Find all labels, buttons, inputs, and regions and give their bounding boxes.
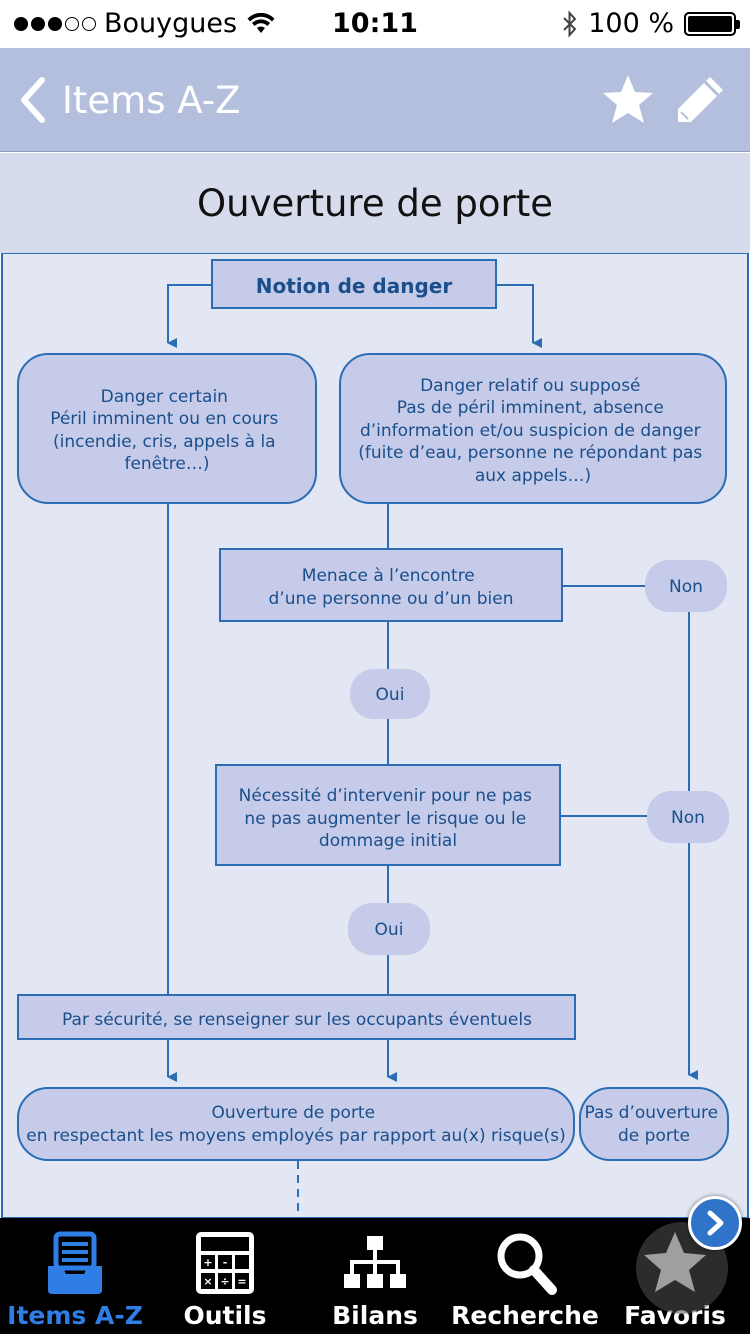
necessite-line-1: Nécessité d’intervenir pour ne pas [239, 786, 532, 806]
svg-text:Nécessité d’intervenir pour ne: Nécessité d’intervenir pour ne pas ne pa… [239, 786, 538, 851]
wifi-icon [247, 12, 275, 33]
nav-actions [600, 72, 728, 128]
svg-text:Danger certain Péril i: Danger certain Péril imminent ou en cour… [50, 387, 284, 474]
ouverture-box: Ouverture de porte en respectant les moy… [17, 1087, 575, 1161]
non-label-1: Non [669, 577, 703, 597]
bluetooth-icon [563, 9, 577, 38]
svg-text:=: = [237, 1275, 246, 1288]
flowchart-container: Notion de danger Danger certain Péril im… [0, 253, 750, 1218]
oui-pill-1: Oui [350, 669, 430, 719]
tab-items-a-z[interactable]: Items A-Z [0, 1218, 150, 1334]
svg-text:Menace à l’encontre d’: Menace à l’encontre d’une personne ou d’… [269, 566, 514, 609]
danger-certain-line-1: Danger certain [101, 387, 228, 407]
necessite-line-2: ne pas augmenter le risque ou le [244, 809, 526, 829]
svg-text:Ouverture de porte en: Ouverture de porte en respectant les moy… [26, 1103, 565, 1146]
battery-icon [684, 11, 740, 36]
menace-line-1: Menace à l’encontre [302, 566, 475, 586]
danger-relatif-line-4: (fuite d’eau, personne ne répondant pas [358, 443, 702, 463]
svg-text:-: - [223, 1256, 228, 1269]
status-time: 10:11 [332, 8, 418, 39]
securite-box: Par sécurité, se renseigner sur les occu… [17, 994, 576, 1040]
pas-ouverture-line-2: de porte [618, 1126, 690, 1146]
svg-text:÷: ÷ [220, 1275, 229, 1288]
carrier-info: Bouygues [14, 8, 275, 39]
next-page-button[interactable] [688, 1196, 742, 1250]
oui-label-2: Oui [375, 920, 404, 940]
necessite-line-3: dommage initial [319, 831, 457, 851]
status-right: 100 % [562, 8, 740, 39]
signal-strength-icon [14, 16, 96, 31]
securite-label: Par sécurité, se renseigner sur les occu… [62, 1010, 532, 1030]
back-button-label: Items A-Z [62, 78, 241, 122]
tab-recherche[interactable]: Recherche [450, 1218, 600, 1334]
tab-bilans[interactable]: Bilans [300, 1218, 450, 1334]
menace-box: Menace à l’encontre d’une personne ou d’… [219, 548, 563, 622]
danger-relatif-line-1: Danger relatif ou supposé [420, 376, 640, 396]
root-box: Notion de danger [211, 259, 497, 309]
chevron-left-icon [21, 77, 45, 123]
inbox-list-icon [48, 1231, 102, 1294]
menace-line-2: d’une personne ou d’un bien [269, 589, 514, 609]
non-pill-1: Non [645, 560, 727, 612]
non-label-2: Non [671, 808, 705, 828]
tab-recherche-label: Recherche [451, 1301, 599, 1330]
tab-outils-label: Outils [183, 1301, 267, 1330]
svg-text:+: + [203, 1256, 212, 1269]
svg-text:×: × [203, 1275, 212, 1288]
calculator-icon: + - × ÷ = [196, 1232, 254, 1294]
tab-items-a-z-label: Items A-Z [7, 1301, 143, 1330]
tab-bilans-label: Bilans [332, 1301, 418, 1330]
pas-ouverture-line-1: Pas d’ouverture [585, 1103, 719, 1123]
battery-percentage: 100 % [588, 8, 674, 39]
ouverture-line-1: Ouverture de porte [212, 1103, 376, 1123]
danger-relatif-line-2: Pas de péril imminent, absence [397, 398, 664, 418]
danger-certain-line-2: Péril imminent ou en cours [50, 409, 278, 429]
danger-relatif-line-5: aux appels…) [475, 466, 591, 486]
non-pill-2: Non [647, 791, 729, 843]
pas-ouverture-box: Pas d’ouverture de porte [579, 1087, 729, 1161]
oui-label-1: Oui [376, 685, 405, 705]
back-button[interactable]: Items A-Z [18, 76, 240, 124]
navigation-bar: Items A-Z [0, 48, 750, 152]
danger-relatif-line-3: d’information et/ou suspicion de danger [360, 421, 701, 441]
oui-pill-2: Oui [348, 903, 430, 955]
danger-relatif-box: Danger relatif ou supposé Pas de péril i… [339, 353, 727, 504]
star-icon[interactable] [600, 72, 656, 128]
status-bar: Bouygues 10:11 100 % [0, 0, 750, 48]
tab-outils[interactable]: + - × ÷ = Outils [150, 1218, 300, 1334]
svg-text:Pas d’ouverture de por: Pas d’ouverture de porte [585, 1103, 724, 1146]
chevron-right-icon [707, 1210, 724, 1236]
danger-certain-line-3: (incendie, cris, appels à la [53, 432, 276, 452]
root-label: Notion de danger [256, 274, 453, 298]
ouverture-line-2: en respectant les moyens employés par ra… [26, 1126, 565, 1146]
pencil-icon[interactable] [672, 72, 728, 128]
svg-text:Danger relatif ou supposé: Danger relatif ou supposé Pas de péril i… [358, 376, 707, 486]
danger-certain-box: Danger certain Péril imminent ou en cour… [17, 353, 317, 504]
flowchart-diagram: Notion de danger Danger certain Péril im… [1, 253, 749, 1218]
search-icon [497, 1233, 557, 1295]
hierarchy-icon [344, 1236, 406, 1288]
necessite-box: Nécessité d’intervenir pour ne pas ne pa… [215, 764, 561, 866]
page-title: Ouverture de porte [0, 153, 750, 253]
carrier-name: Bouygues [104, 8, 238, 39]
danger-certain-line-4: fenêtre…) [124, 454, 209, 474]
